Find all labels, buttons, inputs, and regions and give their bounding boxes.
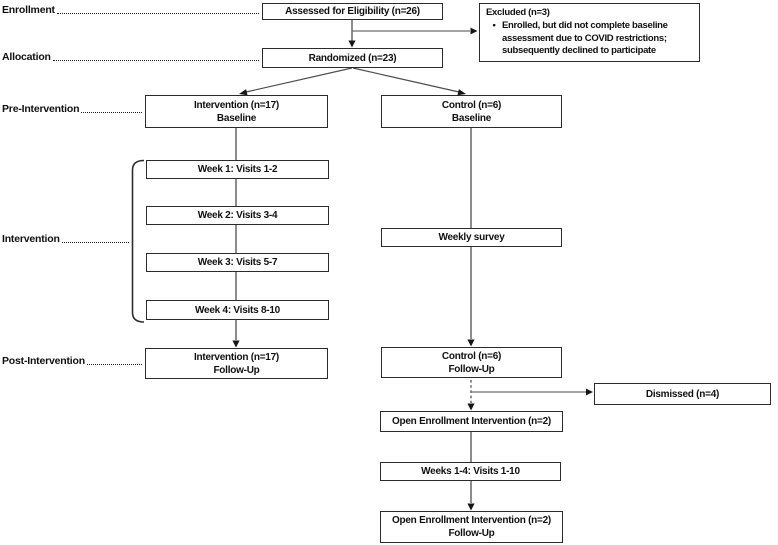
arrowhead-diag-intervention <box>239 89 248 96</box>
stage-label-allocation: Allocation <box>2 50 260 63</box>
stage-label-enrollment: Enrollment <box>2 3 260 16</box>
stage-label-post-intervention: Post-Intervention <box>2 354 143 367</box>
intervention-bracket <box>131 159 145 323</box>
stage-label-text: Post-Intervention <box>2 355 85 367</box>
dotted-leader <box>52 59 259 61</box>
node-excluded-title: Excluded (n=3) <box>486 7 550 18</box>
node-open-enrollment: Open Enrollment Intervention (n=2) <box>380 411 563 432</box>
stage-label-text: Enrollment <box>2 4 55 16</box>
node-week3-text: Week 3: Visits 5-7 <box>197 257 278 268</box>
arrowhead-right-dismissed <box>586 388 593 396</box>
dotted-leader <box>81 111 142 113</box>
stage-label-text: Pre-Intervention <box>2 103 80 115</box>
bullet-line: subsequently declined to participate <box>502 45 656 57</box>
connector-randomized-intervention <box>245 67 353 93</box>
stage-label-text: Allocation <box>2 51 51 63</box>
arrowhead-diag-control <box>457 89 466 96</box>
node-text-line2: Baseline <box>451 112 492 124</box>
node-control-baseline: Control (n=6) Baseline <box>381 95 562 128</box>
node-assessed-text: Assessed for Eligibility (n=26) <box>285 6 420 17</box>
arrowhead-down-intervention-followup <box>232 340 240 348</box>
arrowhead-down-open-enrollment <box>467 403 475 411</box>
node-text-line1: Intervention (n=17) <box>194 351 279 363</box>
node-weekly-survey-text: Weekly survey <box>438 232 505 243</box>
node-text-line1: Control (n=6) <box>441 99 502 111</box>
node-week4: Week 4: Visits 8-10 <box>146 300 329 320</box>
node-control-followup: Control (n=6) Follow-Up <box>381 347 562 378</box>
dotted-leader <box>61 241 129 243</box>
node-text-line2: Follow-Up <box>213 364 260 376</box>
node-assessed: Assessed for Eligibility (n=26) <box>262 3 443 20</box>
dotted-leader <box>56 12 259 14</box>
node-week4-text: Week 4: Visits 8-10 <box>195 304 280 316</box>
node-text-line2: Baseline <box>216 112 257 124</box>
node-week1: Week 1: Visits 1-2 <box>146 160 329 179</box>
node-weekly-survey: Weekly survey <box>381 228 562 247</box>
arrowhead-down-control-followup <box>467 339 475 347</box>
node-intervention-followup: Intervention (n=17) Follow-Up <box>145 348 328 379</box>
bullet-line: assessment due to COVID restrictions; <box>502 32 667 44</box>
bullet-line: Enrolled, but did not complete baseline <box>502 19 668 31</box>
node-dismissed: Dismissed (n=4) <box>594 383 771 405</box>
bullet-icon: • <box>492 19 496 31</box>
node-excluded: Excluded (n=3) • Enrolled, but did not c… <box>479 3 700 62</box>
node-text-line2: Follow-Up <box>448 528 495 539</box>
node-week1-text: Week 1: Visits 1-2 <box>197 164 278 175</box>
node-randomized: Randomized (n=23) <box>262 48 443 68</box>
connector-randomized-control <box>352 67 460 93</box>
arrowhead-down-oe-followup <box>467 503 475 511</box>
node-week3: Week 3: Visits 5-7 <box>146 253 329 272</box>
node-weeks-1-4: Weeks 1-4: Visits 1-10 <box>380 462 561 481</box>
node-text-line1: Control (n=6) <box>441 350 502 362</box>
stage-label-pre-intervention: Pre-Intervention <box>2 102 143 115</box>
node-excluded-bullet-text: Enrolled, but did not complete baseline … <box>502 20 668 58</box>
node-text-line1: Intervention (n=17) <box>194 99 279 111</box>
node-week2: Week 2: Visits 3-4 <box>146 206 329 225</box>
node-dismissed-text: Dismissed (n=4) <box>645 388 720 400</box>
node-open-enrollment-followup: Open Enrollment Intervention (n=2) Follo… <box>380 511 563 543</box>
dotted-leader <box>86 363 142 365</box>
node-text-line2: Follow-Up <box>448 363 495 375</box>
node-week2-text: Week 2: Visits 3-4 <box>197 210 278 221</box>
stage-label-text: Intervention <box>2 233 60 245</box>
node-text-line1: Open Enrollment Intervention (n=2) <box>391 515 551 526</box>
node-open-enrollment-text: Open Enrollment Intervention (n=2) <box>391 416 551 427</box>
arrowhead-down-randomized <box>348 40 356 48</box>
node-randomized-text: Randomized (n=23) <box>308 52 397 64</box>
node-excluded-bullet: • Enrolled, but did not complete baselin… <box>486 20 696 58</box>
stage-label-intervention: Intervention <box>2 232 130 245</box>
node-weeks-1-4-text: Weeks 1-4: Visits 1-10 <box>421 466 520 477</box>
arrowhead-right-excluded <box>470 27 478 35</box>
node-intervention-baseline: Intervention (n=17) Baseline <box>145 95 328 128</box>
